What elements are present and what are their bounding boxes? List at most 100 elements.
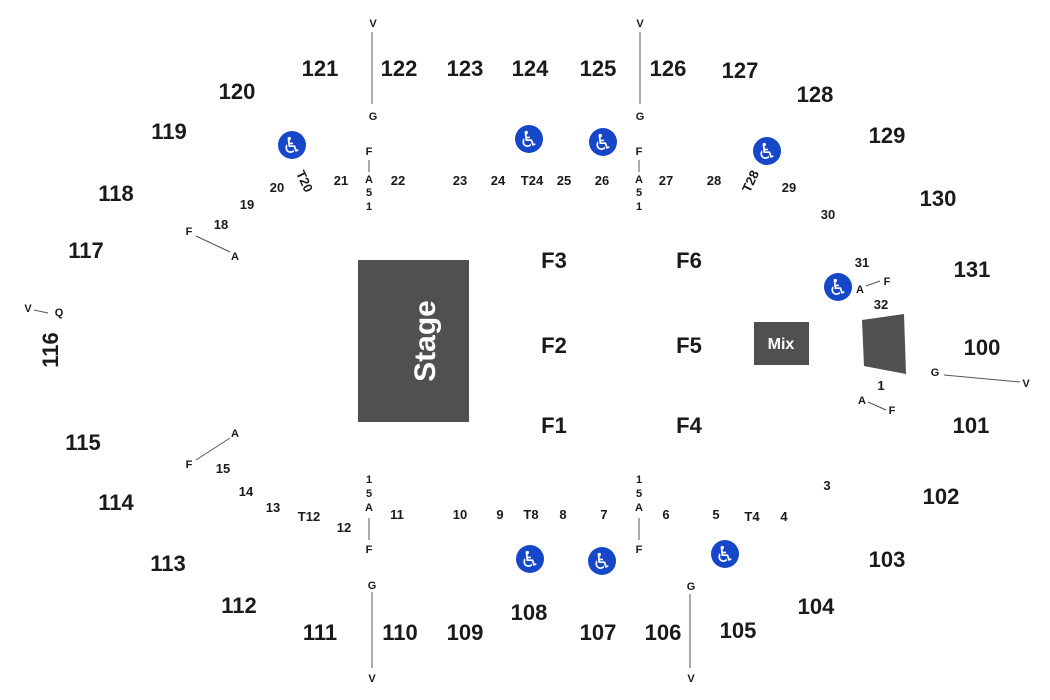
lower-section[interactable]: 15 [216, 461, 230, 476]
upper-section[interactable]: 108 [511, 600, 548, 625]
lower-section[interactable]: T24 [521, 173, 544, 188]
lower-section[interactable]: 25 [557, 173, 571, 188]
upper-section[interactable]: 128 [797, 82, 834, 107]
row-marker: V [369, 18, 377, 30]
lower-section[interactable]: T8 [523, 507, 538, 522]
wheelchair-icon[interactable]: ♿ [711, 540, 739, 568]
lower-section[interactable]: 20 [270, 180, 284, 195]
upper-section[interactable]: 102 [923, 484, 960, 509]
row-marker: F [884, 276, 891, 288]
lower-section[interactable]: 10 [453, 507, 467, 522]
row-marker: F [636, 544, 643, 556]
lower-section[interactable]: 27 [659, 173, 673, 188]
lower-section[interactable]: T12 [298, 509, 320, 524]
upper-section[interactable]: 121 [302, 56, 339, 81]
row-marker: 1 [636, 201, 642, 213]
upper-section[interactable]: 109 [447, 620, 484, 645]
floor-section[interactable]: F4 [676, 413, 702, 438]
lower-section[interactable]: 3 [823, 478, 830, 493]
lower-section[interactable]: 31 [855, 255, 869, 270]
lower-section[interactable]: 8 [559, 507, 566, 522]
upper-section[interactable]: 120 [219, 79, 256, 104]
upper-section[interactable]: 131 [954, 257, 991, 282]
row-marker: A [231, 251, 239, 263]
lower-section[interactable]: 32 [874, 297, 888, 312]
lower-section[interactable]: 9 [496, 507, 503, 522]
row-marker: 5 [366, 488, 372, 500]
wheelchair-icon[interactable]: ♿ [824, 273, 852, 301]
upper-section[interactable]: 127 [722, 58, 759, 83]
upper-section[interactable]: 115 [65, 430, 101, 455]
floor-section[interactable]: F1 [541, 413, 567, 438]
side-platform [862, 314, 906, 374]
lower-section[interactable]: T28 [739, 168, 762, 195]
lower-section[interactable]: 4 [780, 509, 788, 524]
upper-section[interactable]: 114 [98, 490, 134, 515]
upper-section[interactable]: 129 [869, 123, 906, 148]
lower-section[interactable]: 30 [821, 207, 835, 222]
wheelchair-icon[interactable]: ♿ [515, 125, 543, 153]
lower-sections-top: 22 23 24 T24 25 26 27 28 T28 29 30 31 32… [214, 168, 888, 312]
row-marker: V [687, 673, 695, 685]
upper-section[interactable]: 125 [580, 56, 617, 81]
row-marker: Q [55, 307, 64, 319]
upper-section[interactable]: 119 [151, 119, 187, 144]
svg-text:♿: ♿ [828, 276, 848, 301]
upper-section[interactable]: 126 [650, 56, 687, 81]
floor-section[interactable]: F5 [676, 333, 702, 358]
lower-section[interactable]: 23 [453, 173, 467, 188]
upper-section[interactable]: 105 [720, 618, 757, 643]
upper-section[interactable]: 116 [38, 332, 63, 368]
upper-section[interactable]: 118 [98, 181, 134, 206]
lower-section[interactable]: 26 [595, 173, 609, 188]
upper-section[interactable]: 103 [869, 547, 906, 572]
row-marker: F [889, 405, 896, 417]
upper-section[interactable]: 117 [68, 238, 104, 263]
upper-section[interactable]: 100 [964, 335, 1001, 360]
wheelchair-icon[interactable]: ♿ [753, 137, 781, 165]
lower-section[interactable]: 22 [391, 173, 405, 188]
row-marker: 5 [366, 187, 372, 199]
upper-section[interactable]: 110 [382, 620, 418, 645]
upper-section[interactable]: 101 [953, 413, 990, 438]
row-marker: A [365, 502, 373, 514]
lower-section[interactable]: 1 [877, 378, 884, 393]
lower-section[interactable]: 21 [334, 173, 348, 188]
upper-section[interactable]: 124 [512, 56, 549, 81]
lower-section[interactable]: 13 [266, 500, 280, 515]
floor-section[interactable]: F6 [676, 248, 702, 273]
wheelchair-icon[interactable]: ♿ [278, 131, 306, 159]
lower-section[interactable]: T20 [293, 168, 316, 195]
upper-section[interactable]: 107 [580, 620, 617, 645]
lower-section[interactable]: 11 [390, 507, 404, 522]
lower-section[interactable]: 28 [707, 173, 721, 188]
wheelchair-icon[interactable]: ♿ [588, 547, 616, 575]
lower-section[interactable]: 24 [491, 173, 506, 188]
lower-section[interactable]: 19 [240, 197, 254, 212]
wheelchair-icon[interactable]: ♿ [589, 128, 617, 156]
svg-text:♿: ♿ [715, 543, 735, 568]
lower-section[interactable]: T4 [744, 509, 760, 524]
stage-block[interactable] [358, 260, 469, 422]
lower-section[interactable]: 6 [662, 507, 669, 522]
lower-section[interactable]: 5 [712, 507, 719, 522]
lower-section[interactable]: 18 [214, 217, 228, 232]
svg-text:♿: ♿ [593, 131, 613, 156]
upper-section[interactable]: 111 [303, 620, 337, 645]
upper-section[interactable]: 106 [645, 620, 682, 645]
upper-section[interactable]: 112 [221, 593, 257, 618]
upper-section[interactable]: 122 [381, 56, 418, 81]
upper-section[interactable]: 123 [447, 56, 484, 81]
upper-section[interactable]: 113 [150, 551, 186, 576]
wheelchair-icon[interactable]: ♿ [516, 545, 544, 573]
floor-section[interactable]: F3 [541, 248, 567, 273]
lower-section[interactable]: 12 [337, 520, 351, 535]
floor-section[interactable]: F2 [541, 333, 567, 358]
lower-section[interactable]: 7 [600, 507, 607, 522]
upper-section[interactable]: 104 [798, 594, 835, 619]
upper-section[interactable]: 130 [920, 186, 957, 211]
lower-section[interactable]: 29 [782, 180, 796, 195]
mix-block[interactable] [754, 322, 809, 365]
lower-section[interactable]: 14 [239, 484, 254, 499]
row-marker: F [636, 146, 643, 158]
